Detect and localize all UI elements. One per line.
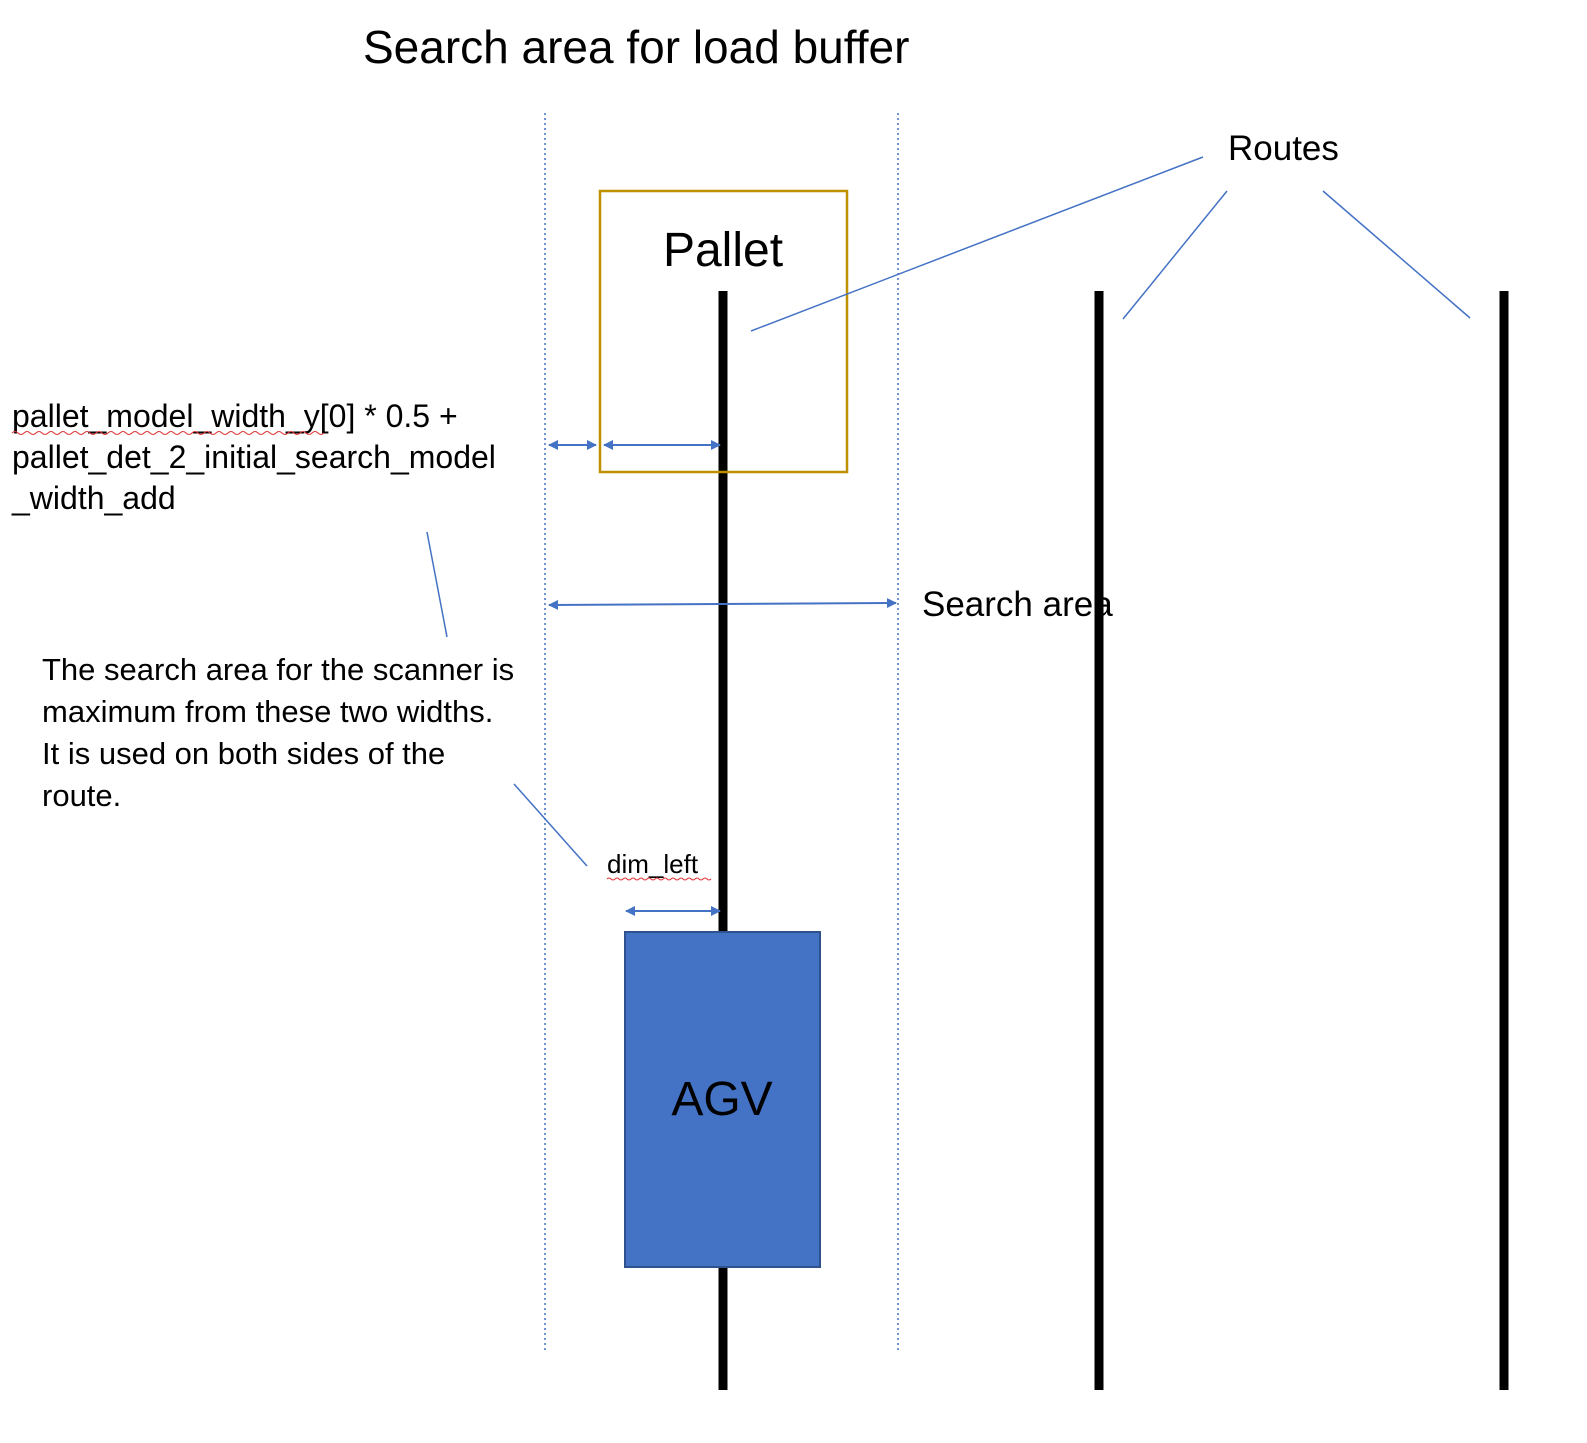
routes-label: Routes [1228, 129, 1339, 168]
search-area-arrow [548, 598, 897, 610]
diagram-title: Search area for load buffer [363, 21, 909, 73]
dim-left-label: dim_left [607, 849, 699, 879]
pallet-box [598, 189, 849, 474]
formula-label: pallet_model_width_y[0] * 0.5 + pallet_d… [11, 398, 505, 516]
agv-label: AGV [671, 1073, 772, 1126]
dim-left-callout-line [513, 783, 588, 867]
routes-callout-line [1322, 190, 1471, 319]
spellcheck-squiggle [606, 877, 712, 881]
routes-callout-line [1122, 190, 1228, 320]
formula-callout-line [426, 531, 448, 638]
pallet-label: Pallet [663, 224, 783, 277]
spellcheck-squiggle [11, 431, 325, 435]
routes-callout-line [750, 156, 1204, 332]
agv-box [624, 931, 821, 1268]
search-area-label: Search area [922, 585, 1113, 624]
note-text: The search area for the scanner is maxim… [42, 652, 523, 813]
